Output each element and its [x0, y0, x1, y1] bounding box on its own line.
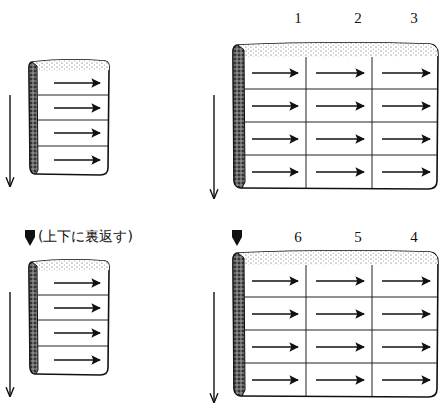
flip-marker — [232, 230, 242, 246]
column-number: 2 — [354, 9, 362, 27]
large-tablet — [233, 251, 438, 397]
column-number: 5 — [354, 228, 362, 246]
small-tablet — [29, 60, 109, 175]
direction-arrow — [9, 95, 10, 186]
direction-arrow — [9, 292, 10, 396]
column-number: 4 — [410, 228, 418, 246]
small-tablet — [29, 260, 109, 375]
column-number: 3 — [410, 9, 418, 27]
column-number: 1 — [294, 9, 302, 27]
large-tablet — [233, 43, 438, 189]
direction-arrow — [213, 292, 214, 402]
flip-note: (上下に裏返す) — [38, 228, 133, 245]
direction-arrow — [213, 95, 214, 198]
column-number: 6 — [294, 228, 302, 246]
flip-marker — [25, 230, 35, 246]
